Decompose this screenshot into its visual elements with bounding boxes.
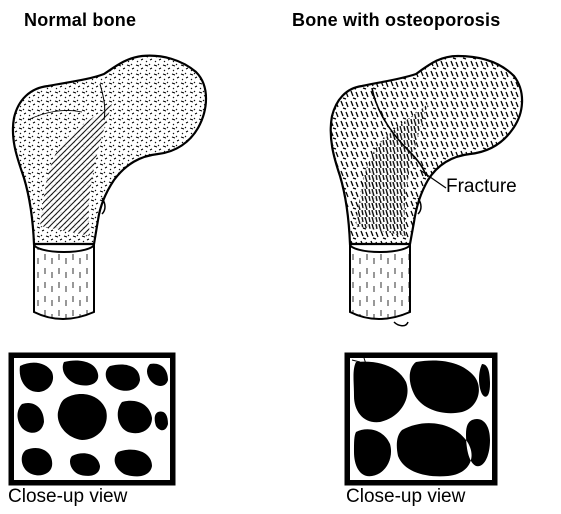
osteoporosis-closeup-caption: Close-up view [346,486,465,508]
osteoporosis-closeup [346,354,496,484]
normal-femur [13,56,206,319]
normal-femur-shaft [34,244,94,319]
normal-closeup-caption: Close-up view [8,486,127,508]
normal-closeup [10,354,174,484]
fracture-label: Fracture [446,176,517,198]
osteoporotic-femur-shaft [350,244,410,319]
